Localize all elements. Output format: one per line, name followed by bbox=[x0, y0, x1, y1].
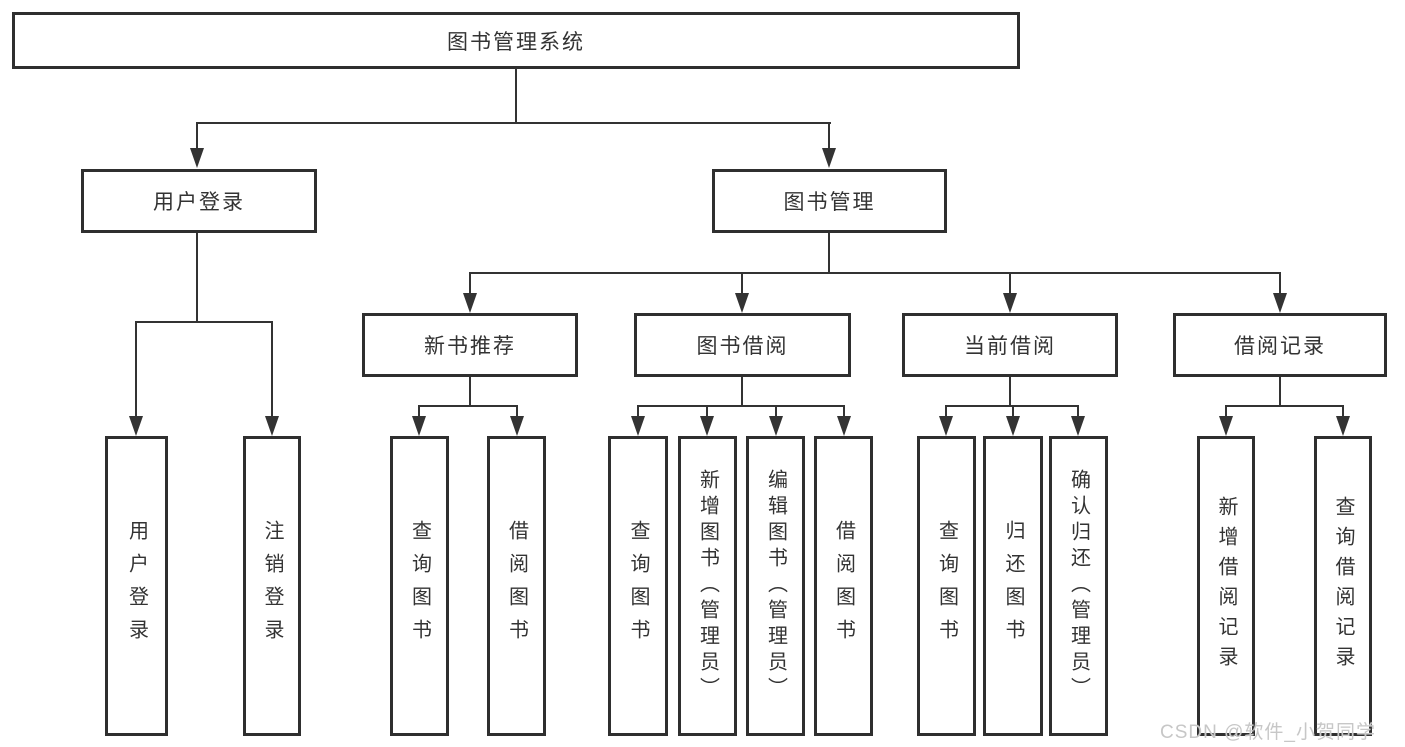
connector-line bbox=[1077, 405, 1079, 418]
leaf-borrow-books-2: 借阅图书 bbox=[814, 436, 873, 736]
leaf-edit-books-admin: 编辑图书（管理员） bbox=[746, 436, 805, 736]
node-book-management: 图书管理 bbox=[712, 169, 947, 233]
arrow-down-icon bbox=[265, 416, 279, 436]
node-borrow-records-label: 借阅记录 bbox=[1234, 335, 1326, 358]
connector-line bbox=[271, 321, 273, 417]
leaf-query-borrow-record: 查询借阅记录 bbox=[1314, 436, 1372, 736]
connector-line bbox=[196, 233, 198, 323]
csdn-watermark: CSDN @软件_小贺同学 bbox=[1160, 722, 1376, 743]
leaf-logout: 注销登录 bbox=[243, 436, 301, 736]
node-root-label: 图书管理系统 bbox=[447, 30, 585, 54]
leaf-add-books-admin-label: 新增图书（管理员） bbox=[696, 469, 719, 703]
connector-line bbox=[135, 321, 273, 323]
leaf-query-books-1: 查询图书 bbox=[390, 436, 449, 736]
connector-line bbox=[637, 405, 845, 407]
arrow-down-icon bbox=[129, 416, 143, 436]
connector-line bbox=[1009, 377, 1011, 407]
arrow-down-icon bbox=[1336, 416, 1350, 436]
arrow-down-icon bbox=[510, 416, 524, 436]
connector-line bbox=[843, 405, 845, 418]
connector-line bbox=[741, 272, 743, 295]
arrow-down-icon bbox=[939, 416, 953, 436]
leaf-query-books-2-label: 查询图书 bbox=[627, 520, 649, 652]
node-root-system: 图书管理系统 bbox=[12, 12, 1020, 69]
node-current-borrow: 当前借阅 bbox=[902, 313, 1118, 377]
arrow-down-icon bbox=[463, 293, 477, 313]
arrow-down-icon bbox=[1003, 293, 1017, 313]
connector-line bbox=[418, 405, 420, 418]
leaf-query-books-1-label: 查询图书 bbox=[408, 520, 431, 652]
arrow-down-icon bbox=[700, 416, 714, 436]
leaf-return-books: 归还图书 bbox=[983, 436, 1043, 736]
node-current-borrow-label: 当前借阅 bbox=[964, 335, 1056, 358]
connector-line bbox=[637, 405, 639, 418]
connector-line bbox=[135, 321, 137, 417]
connector-line bbox=[469, 272, 1281, 274]
node-new-book-recommend: 新书推荐 bbox=[362, 313, 578, 377]
connector-line bbox=[945, 405, 947, 418]
arrow-down-icon bbox=[1071, 416, 1085, 436]
arrow-down-icon bbox=[631, 416, 645, 436]
arrow-down-icon bbox=[1006, 416, 1020, 436]
leaf-query-books-2: 查询图书 bbox=[608, 436, 668, 736]
arrow-down-icon bbox=[837, 416, 851, 436]
connector-line bbox=[828, 233, 830, 274]
connector-line bbox=[1279, 272, 1281, 295]
leaf-add-borrow-record: 新增借阅记录 bbox=[1197, 436, 1255, 736]
leaf-add-books-admin: 新增图书（管理员） bbox=[678, 436, 737, 736]
arrow-down-icon bbox=[1273, 293, 1287, 313]
arrow-down-icon bbox=[822, 148, 836, 168]
node-user-login-label: 用户登录 bbox=[153, 191, 245, 214]
leaf-query-books-3: 查询图书 bbox=[917, 436, 976, 736]
node-borrow-records: 借阅记录 bbox=[1173, 313, 1387, 377]
connector-line bbox=[1012, 405, 1014, 418]
arrow-down-icon bbox=[1219, 416, 1233, 436]
node-book-borrow-label: 图书借阅 bbox=[696, 335, 789, 358]
connector-line bbox=[418, 405, 518, 407]
connector-line bbox=[775, 405, 777, 418]
connector-line bbox=[741, 377, 743, 407]
connector-line bbox=[469, 377, 471, 407]
leaf-query-books-3-label: 查询图书 bbox=[935, 520, 958, 652]
connector-line bbox=[1009, 272, 1011, 295]
leaf-return-books-label: 归还图书 bbox=[1002, 520, 1024, 652]
leaf-borrow-books-1-label: 借阅图书 bbox=[505, 520, 528, 652]
leaf-confirm-return-admin: 确认归还（管理员） bbox=[1049, 436, 1108, 736]
leaf-confirm-return-admin-label: 确认归还（管理员） bbox=[1067, 469, 1090, 703]
leaf-borrow-books-1: 借阅图书 bbox=[487, 436, 546, 736]
leaf-user-login-label: 用户登录 bbox=[125, 520, 148, 652]
connector-line bbox=[196, 122, 831, 124]
arrow-down-icon bbox=[412, 416, 426, 436]
leaf-query-borrow-record-label: 查询借阅记录 bbox=[1332, 496, 1354, 676]
connector-line bbox=[515, 68, 517, 124]
connector-line bbox=[1225, 405, 1344, 407]
connector-line bbox=[828, 122, 830, 150]
arrow-down-icon bbox=[769, 416, 783, 436]
leaf-add-borrow-record-label: 新增借阅记录 bbox=[1215, 496, 1237, 676]
connector-line bbox=[516, 405, 518, 418]
connector-line bbox=[1225, 405, 1227, 418]
connector-line bbox=[706, 405, 708, 418]
arrow-down-icon bbox=[190, 148, 204, 168]
leaf-edit-books-admin-label: 编辑图书（管理员） bbox=[764, 469, 787, 703]
connector-line bbox=[196, 122, 198, 150]
node-new-book-recommend-label: 新书推荐 bbox=[424, 335, 516, 358]
node-book-management-label: 图书管理 bbox=[783, 191, 876, 214]
connector-line bbox=[1279, 377, 1281, 407]
leaf-borrow-books-2-label: 借阅图书 bbox=[832, 520, 855, 652]
node-book-borrow: 图书借阅 bbox=[634, 313, 851, 377]
arrow-down-icon bbox=[735, 293, 749, 313]
node-user-login: 用户登录 bbox=[81, 169, 317, 233]
leaf-logout-label: 注销登录 bbox=[261, 520, 283, 652]
connector-line bbox=[469, 272, 471, 295]
leaf-user-login: 用户登录 bbox=[105, 436, 168, 736]
connector-line bbox=[1342, 405, 1344, 418]
